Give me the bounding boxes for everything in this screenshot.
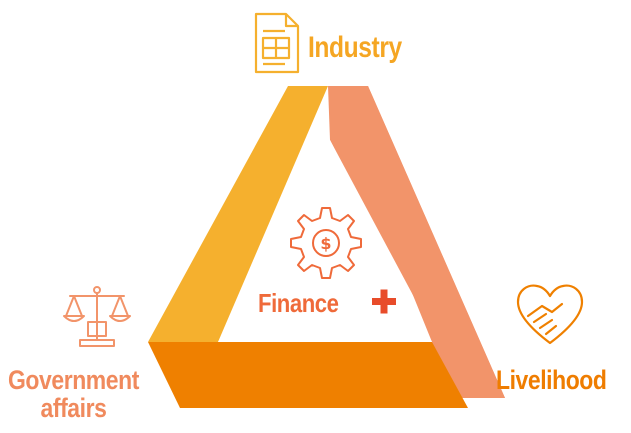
- left-band: [148, 86, 328, 342]
- inner-triangle: [218, 140, 432, 342]
- svg-text:$: $: [320, 234, 331, 253]
- government-affairs-label: Government affairs: [8, 366, 139, 423]
- industry-label: Industry: [308, 31, 402, 64]
- gear-dollar-icon: $: [290, 207, 362, 279]
- government-label-line2: affairs: [40, 393, 107, 424]
- scales-of-justice-icon: [63, 286, 131, 347]
- plus-icon: [372, 289, 396, 314]
- document-icon: [254, 12, 300, 74]
- right-band-inner: [328, 86, 505, 398]
- finance-label: Finance: [258, 288, 339, 318]
- livelihood-label: Livelihood: [496, 365, 607, 395]
- bottom-band: [148, 342, 468, 408]
- government-label-line1: Government: [8, 365, 139, 395]
- handshake-heart-icon: [516, 284, 584, 345]
